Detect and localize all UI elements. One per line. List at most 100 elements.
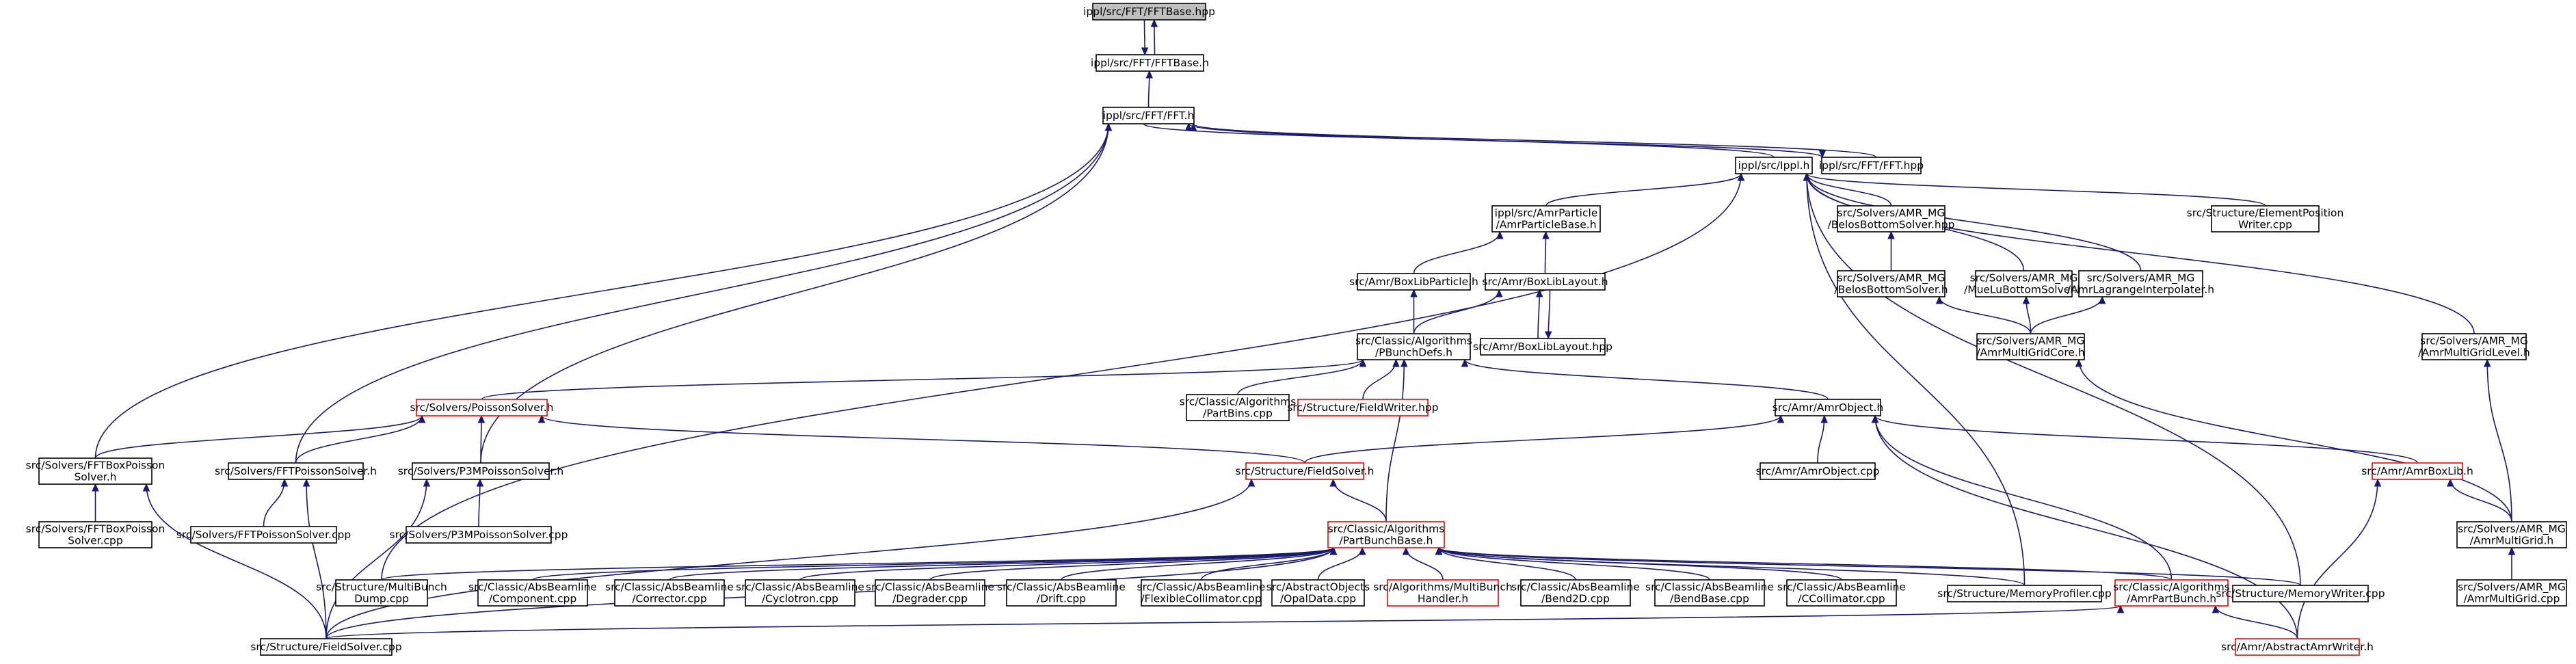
node-label: src/Classic/AbsBeamline xyxy=(468,581,597,594)
arrowhead-icon xyxy=(2483,358,2491,367)
edge-line xyxy=(1362,359,1397,400)
node-label: src/Classic/Algorithms xyxy=(2113,581,2230,594)
edge-line xyxy=(1438,547,2301,586)
node-src-solvers-amr-mg-belosbottomsolver-h[interactable]: src/Solvers/AMR_MG/BelosBottomSolver.h xyxy=(1834,270,1948,297)
node-src-solvers-amr-mg-amrmultigridcore-h[interactable]: src/Solvers/AMR_MG/AmrMultiGridCore.h xyxy=(1976,333,2085,360)
edge xyxy=(476,478,484,527)
node-label: src/Classic/AbsBeamline xyxy=(1645,581,1774,594)
node-src-abstractobjects-opaldata-cpp[interactable]: src/AbstractObjects/OpalData.cpp xyxy=(1266,579,1370,607)
node-label: /MueLuBottomSolver.h xyxy=(1964,284,2084,296)
node-src-structure-memoryprofiler-cpp[interactable]: src/Structure/MemoryProfiler.cpp xyxy=(1937,585,2112,602)
node-src-amr-amrboxlib-h[interactable]: src/Amr/AmrBoxLib.h xyxy=(2361,462,2473,480)
node-box xyxy=(477,579,588,607)
node-label: src/Structure/MemoryWriter.cpp xyxy=(2216,587,2385,600)
node-src-solvers-amr-mg-muelubottomsolver-h[interactable]: src/Solvers/AMR_MG/MueLuBottomSolver.h xyxy=(1964,270,2084,297)
node-src-solvers-p3mpoissonsolver-h[interactable]: src/Solvers/P3MPoissonSolver.h xyxy=(398,462,564,480)
node-src-amr-amrobject-h[interactable]: src/Amr/AmrObject.h xyxy=(1772,399,1883,416)
node-box xyxy=(335,579,428,607)
node-src-amr-boxliblayout-h[interactable]: src/Amr/BoxLibLayout.h xyxy=(1482,273,1608,291)
edge xyxy=(92,483,99,522)
node-src-classic-absbeamline-flexiblecollimator-cpp[interactable]: src/Classic/AbsBeamline/FlexibleCollimat… xyxy=(1137,579,1266,607)
edge xyxy=(480,122,1113,464)
node-src-classic-algorithms-amrpartbunch-h[interactable]: src/Classic/Algorithms/AmrPartBunch.h xyxy=(2113,579,2230,607)
node-label: /AmrMultiGridLevel.h xyxy=(2418,347,2529,359)
arrowhead-icon xyxy=(2447,478,2454,487)
node-src-classic-absbeamline-corrector-cpp[interactable]: src/Classic/AbsBeamline/Corrector.cpp xyxy=(605,579,734,607)
edge xyxy=(1385,358,1408,522)
node-src-amr-abstractamrwriter-h[interactable]: src/Amr/AbstractAmrWriter.h xyxy=(2221,638,2374,656)
node-label: /AmrParticleBase.h xyxy=(1496,219,1596,231)
arrowhead-icon xyxy=(1184,122,1193,131)
node-src-solvers-poissonsolver-h[interactable]: src/Solvers/PoissonSolver.h xyxy=(410,399,554,416)
edge xyxy=(1871,414,2173,581)
edge-line xyxy=(2030,296,2103,334)
edge xyxy=(1461,358,1829,400)
node-label: /OpalData.cpp xyxy=(1280,593,1356,605)
node-label: /AmrMultiGridCore.h xyxy=(1976,347,2084,359)
node-src-structure-fieldsolver-cpp[interactable]: src/Structure/FieldSolver.cpp xyxy=(250,638,402,656)
arrowhead-icon xyxy=(1496,289,1503,297)
node-src-classic-absbeamline-cyclotron-cpp[interactable]: src/Classic/AbsBeamline/Cyclotron.cpp xyxy=(736,579,864,607)
node-ippl-src-fft-fftbase-h[interactable]: ippl/src/FFT/FFTBase.h xyxy=(1091,54,1209,72)
node-src-structure-memorywriter-cpp[interactable]: src/Structure/MemoryWriter.cpp xyxy=(2216,585,2385,602)
node-label: /Corrector.cpp xyxy=(632,593,706,605)
edge xyxy=(2483,358,2512,522)
edge xyxy=(1803,172,2301,586)
node-src-structure-fieldsolver-h[interactable]: src/Structure/FieldSolver.h xyxy=(1236,462,1375,480)
node-src-classic-absbeamline-bendbase-cpp[interactable]: src/Classic/AbsBeamline/BendBase.cpp xyxy=(1645,579,1774,607)
node-src-amr-boxliblayout-hpp[interactable]: src/Amr/BoxLibLayout.hpp xyxy=(1473,338,1612,356)
node-label: /BelosBottomSolver.hpp xyxy=(1828,219,1955,231)
node-src-solvers-amr-mg-amrlagrangeinterpolater-h[interactable]: src/Solvers/AMR_MG/AmrLagrangeInterpolat… xyxy=(2067,270,2214,297)
node-label: src/Classic/Algorithms xyxy=(1328,523,1445,535)
node-src-solvers-amr-mg-amrmultigrid-h[interactable]: src/Solvers/AMR_MG/AmrMultiGrid.h xyxy=(2456,521,2567,548)
node-src-classic-absbeamline-drift-cpp[interactable]: src/Classic/AbsBeamline/Drift.cpp xyxy=(997,579,1126,607)
node-src-amr-amrobject-cpp[interactable]: src/Amr/AmrObject.cpp xyxy=(1756,462,1880,480)
node-src-solvers-amr-mg-amrmultigrid-cpp[interactable]: src/Solvers/AMR_MG/AmrMultiGrid.cpp xyxy=(2456,579,2567,607)
edge xyxy=(1545,172,1745,207)
node-ippl-src-ippl-h[interactable]: ippl/src/Ippl.h xyxy=(1735,157,1813,174)
node-label: /PartBunchBase.h xyxy=(1340,535,1433,547)
node-src-classic-algorithms-partbins-cpp[interactable]: src/Classic/Algorithms/PartBins.cpp xyxy=(1180,394,1297,421)
node-ippl-src-fft-fft-h[interactable]: ippl/src/FFT/FFT.h xyxy=(1102,107,1195,124)
edge-line xyxy=(1413,289,1500,334)
node-src-classic-algorithms-pbunchdefs-h[interactable]: src/Classic/Algorithms/PBunchDefs.h xyxy=(1355,333,1472,360)
node-box xyxy=(1491,205,1601,233)
node-src-classic-absbeamline-degrader-cpp[interactable]: src/Classic/AbsBeamline/Degrader.cpp xyxy=(866,579,994,607)
arrowhead-icon xyxy=(1329,478,1337,487)
node-label: /AmrMultiGrid.h xyxy=(2470,535,2553,547)
node-src-solvers-amr-mg-belosbottomsolver-hpp[interactable]: src/Solvers/AMR_MG/BelosBottomSolver.hpp xyxy=(1828,205,1955,233)
node-label: src/Solvers/FFTBoxPoisson xyxy=(26,460,165,472)
node-box xyxy=(1357,273,1471,291)
node-ippl-src-fft-fft-hpp[interactable]: ippl/src/FFT/FFT.hpp xyxy=(1819,157,1924,174)
node-src-classic-algorithms-partbunchbase-h[interactable]: src/Classic/Algorithms/PartBunchBase.h xyxy=(1327,521,1445,548)
node-src-solvers-fftpoissonsolver-cpp[interactable]: src/Solvers/FFTPoissonSolver.cpp xyxy=(176,526,351,544)
arrowhead-icon xyxy=(1803,172,1811,181)
edge xyxy=(1150,18,1158,55)
node-src-structure-fieldwriter-hpp[interactable]: src/Structure/FieldWriter.hpp xyxy=(1287,399,1439,416)
arrowhead-icon xyxy=(2022,295,2030,304)
edge xyxy=(1317,546,1366,581)
node-label: /Degrader.cpp xyxy=(892,593,968,605)
node-ippl-src-fft-fftbase-hpp[interactable]: ippl/src/FFT/FFTBase.hpp xyxy=(1083,3,1215,21)
node-label: src/Amr/AmrObject.cpp xyxy=(1756,465,1880,477)
node-src-classic-absbeamline-ccollimator-cpp[interactable]: src/Classic/AbsBeamline/CCollimator.cpp xyxy=(1777,579,1906,607)
node-src-classic-absbeamline-component-cpp[interactable]: src/Classic/AbsBeamline/Component.cpp xyxy=(468,579,597,607)
node-ippl-src-amrparticle-amrparticlebase-h[interactable]: ippl/src/AmrParticle/AmrParticleBase.h xyxy=(1491,205,1601,233)
node-src-solvers-amr-mg-amrmultigridlevel-h[interactable]: src/Solvers/AMR_MG/AmrMultiGridLevel.h xyxy=(2418,333,2530,360)
node-src-classic-absbeamline-bend2d-cpp[interactable]: src/Classic/AbsBeamline/Bend2D.cpp xyxy=(1511,579,1640,607)
node-src-solvers-fftpoissonsolver-h[interactable]: src/Solvers/FFTPoissonSolver.h xyxy=(215,462,377,480)
node-box xyxy=(2114,579,2229,607)
node-src-solvers-p3mpoissonsolver-cpp[interactable]: src/Solvers/P3MPoissonSolver.cpp xyxy=(390,526,568,544)
node-src-amr-boxlibparticle-h[interactable]: src/Amr/BoxLibParticle.h xyxy=(1349,273,1478,291)
node-label: src/Solvers/FFTBoxPoisson xyxy=(26,523,165,535)
edge xyxy=(2296,478,2382,639)
node-box xyxy=(416,399,548,416)
node-label: src/Solvers/AMR_MG xyxy=(1837,272,1946,285)
edge-line xyxy=(1806,173,2266,207)
arrowhead-icon xyxy=(1887,230,1895,239)
